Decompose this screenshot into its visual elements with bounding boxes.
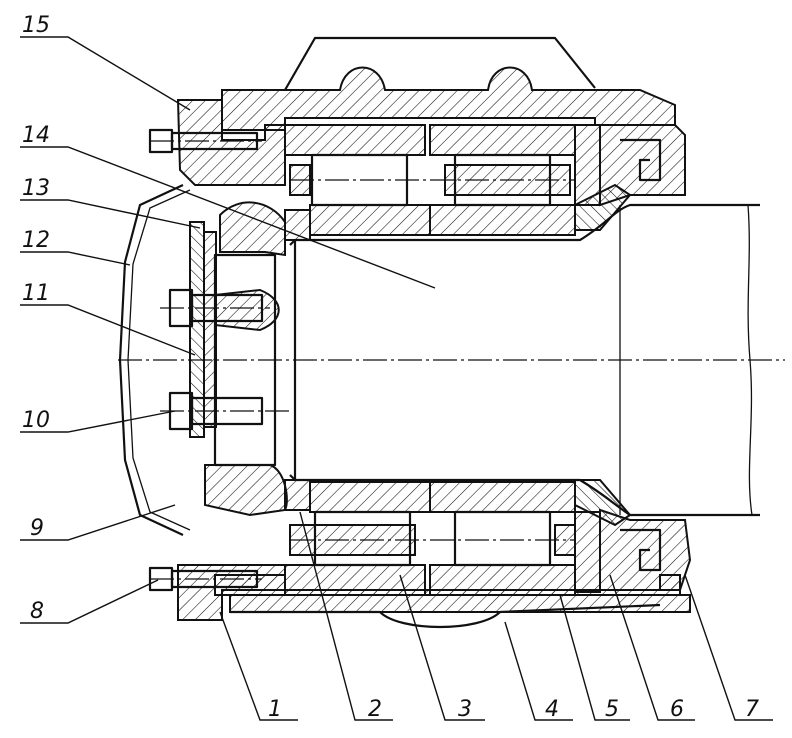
callout-5: 5: [605, 697, 619, 722]
callout-4: 4: [545, 697, 559, 722]
callout-labels: 15 14 13 12 11 10 9 8 1 2 3 4 5 6 7: [22, 13, 759, 722]
callout-7: 7: [745, 697, 759, 722]
callout-6: 6: [670, 697, 684, 722]
callout-13: 13: [22, 176, 50, 201]
rear-seal: [574, 124, 692, 591]
callout-1: 1: [268, 697, 282, 722]
bearings-bottom: [284, 481, 601, 596]
callout-12: 12: [22, 228, 50, 253]
callout-8: 8: [30, 599, 44, 624]
inner-rings: [204, 201, 311, 517]
callout-2: 2: [368, 697, 382, 722]
callout-15: 15: [22, 13, 50, 38]
callout-11: 11: [22, 281, 50, 306]
locking-plate: [168, 221, 280, 438]
leader-lines: [20, 36, 773, 721]
callout-3: 3: [458, 697, 472, 722]
callout-10: 10: [22, 408, 50, 433]
callout-9: 9: [30, 516, 44, 541]
callout-14: 14: [22, 123, 50, 148]
